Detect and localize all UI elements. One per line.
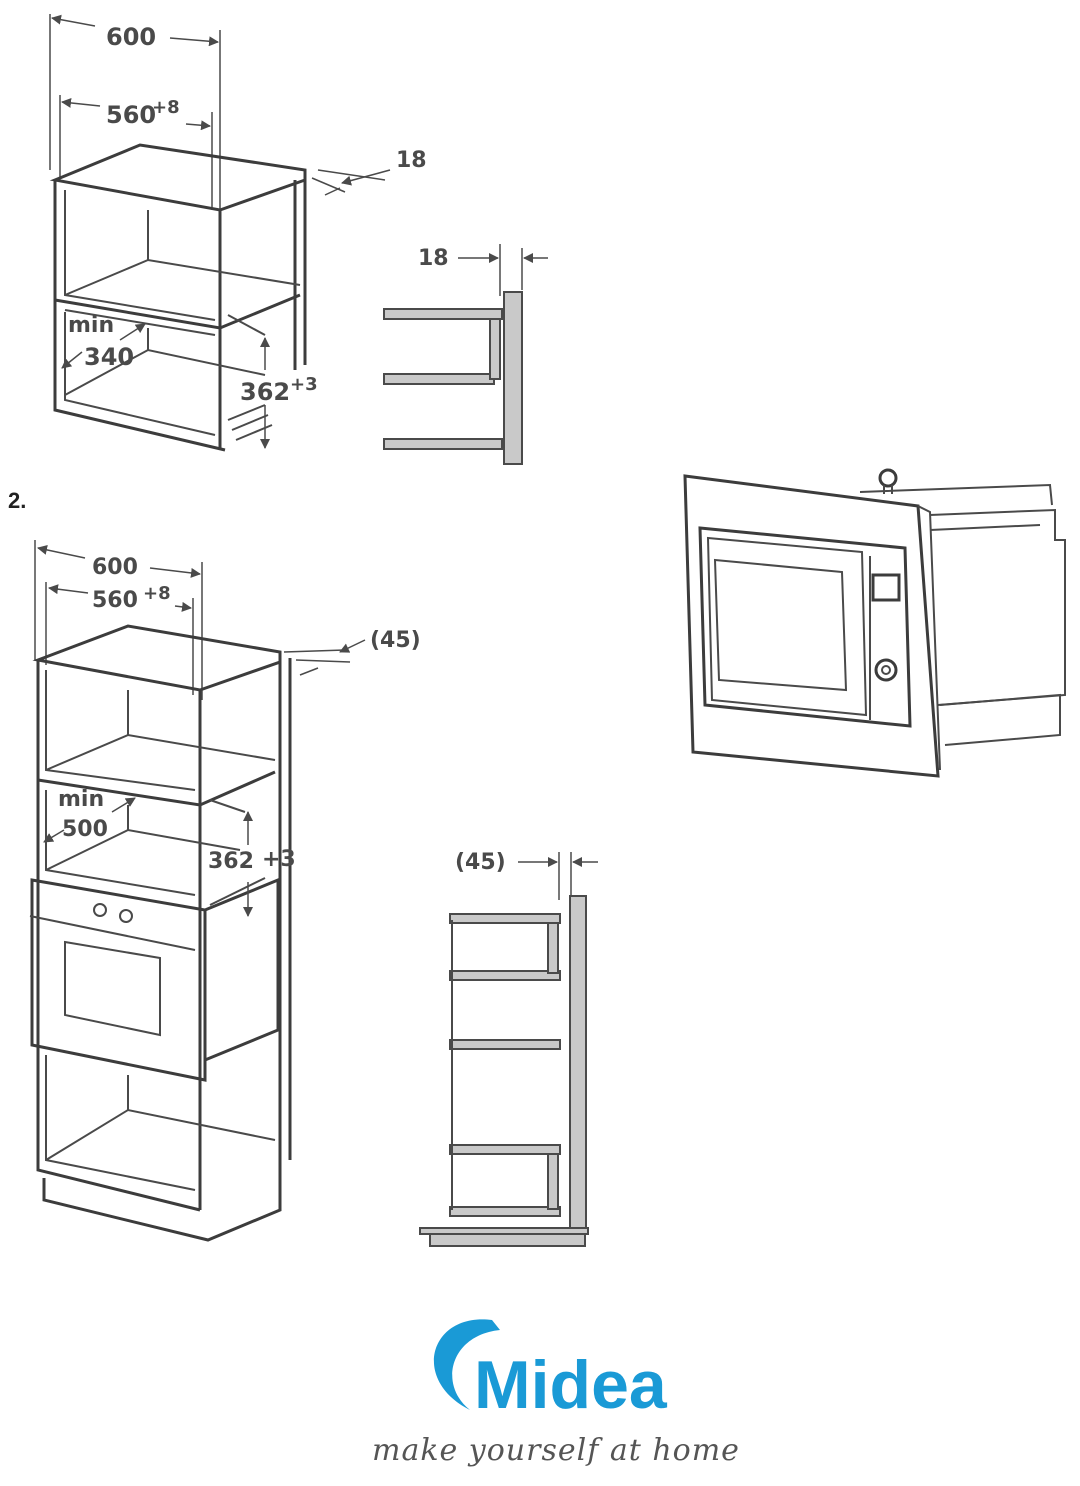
section-detail-1: 18 bbox=[383, 244, 548, 465]
midea-logo-swoosh bbox=[433, 1319, 500, 1410]
dim2-height-tol: +3 bbox=[262, 847, 296, 872]
cabinet-diagram-2: 600 560 +8 min 500 bbox=[29, 540, 421, 1242]
dim2-depth-min-value: 500 bbox=[62, 817, 108, 842]
dim1-height: 362 bbox=[240, 378, 290, 406]
section-detail-2: (45) bbox=[419, 850, 598, 1247]
dim2-width-inner-tol: +8 bbox=[143, 583, 171, 604]
dim1-depth-min-value: 340 bbox=[84, 343, 134, 371]
dim2-width-outer: 600 bbox=[92, 555, 138, 580]
dim1-width-outer: 600 bbox=[106, 23, 156, 51]
dim2-depth-min-label: min bbox=[58, 787, 104, 812]
step-2-label: 2. bbox=[8, 488, 26, 513]
dim1-depth-min-label: min bbox=[68, 313, 114, 338]
microwave-illustration bbox=[683, 468, 1066, 778]
detail1-panel-thickness: 18 bbox=[418, 246, 449, 271]
dim2-width-inner: 560 bbox=[92, 588, 138, 613]
dim1-width-inner-tol: +8 bbox=[152, 97, 180, 118]
dim1-side-thickness: 18 bbox=[396, 148, 427, 173]
detail2-panel-thickness: (45) bbox=[455, 850, 506, 875]
dim2-height: 362 bbox=[208, 849, 254, 874]
dim2-side-thickness: (45) bbox=[370, 628, 421, 653]
dim1-width-inner: 560 bbox=[106, 101, 156, 129]
midea-logo bbox=[433, 1319, 500, 1410]
brand-tagline: make yourself at home bbox=[372, 1433, 740, 1468]
dim1-height-tol: +3 bbox=[290, 374, 318, 395]
cabinet-diagram-1: 600 560 +8 min 340 36 bbox=[49, 14, 427, 452]
brand-name: Midea bbox=[474, 1347, 668, 1423]
